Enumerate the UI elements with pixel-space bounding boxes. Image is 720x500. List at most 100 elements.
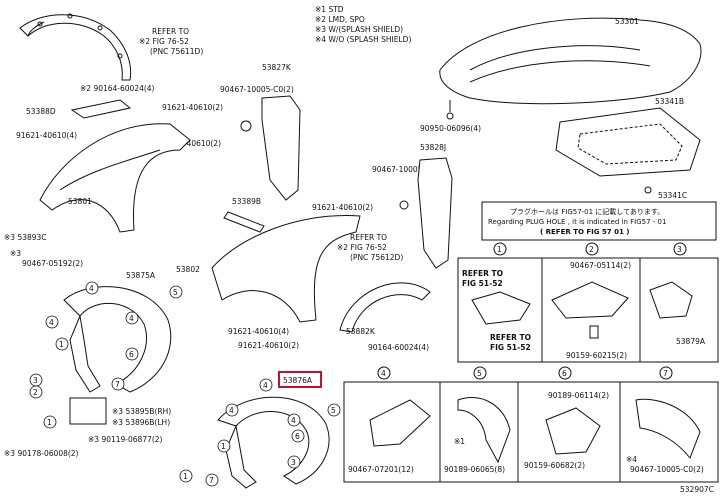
detail-box-6-num: 6 bbox=[562, 369, 567, 378]
callout-4a: 4 bbox=[89, 284, 94, 293]
part-91621-d: 91621-40610(2) bbox=[312, 203, 373, 212]
refer-top-left-2: ※2 FIG 76-52 bbox=[139, 37, 189, 46]
box6-part-a: 90189-06114(2) bbox=[548, 391, 609, 400]
fender-center-illustration bbox=[211, 215, 361, 323]
callout-5b: 5 bbox=[331, 406, 336, 415]
part-90164-b: 90164-60024(4) bbox=[368, 343, 429, 352]
refer-center-1: REFER TO bbox=[350, 233, 387, 242]
callouts bbox=[29, 281, 341, 487]
callout-3a: 3 bbox=[33, 376, 38, 385]
hood-illustration bbox=[439, 17, 702, 105]
part-90178: ※3 90178-06008(2) bbox=[4, 449, 79, 458]
box7-star: ※4 bbox=[626, 455, 637, 464]
callout-4e: 4 bbox=[229, 406, 234, 415]
refer-center: REFER TO ※2 FIG 76-52 (PNC 75612D) bbox=[337, 233, 403, 262]
highlight-box-53876A[interactable] bbox=[278, 371, 322, 388]
callout-labels: 4 4 1 5 4 6 3 2 7 1 4 4 1 5 4 6 1 7 3 bbox=[33, 284, 336, 485]
detail-box-4: 4 90467-07201(12) bbox=[343, 366, 441, 483]
callout-7b: 7 bbox=[209, 476, 214, 485]
part-53802: 53802 bbox=[176, 265, 200, 274]
legend-line-3: ※3 W/(SPLASH SHIELD) bbox=[315, 25, 403, 34]
plug-hole-notice: プラグホールは FIG57-01 に記載してあります。 Regarding PL… bbox=[481, 201, 717, 241]
part-91621-f: 91621-40610(2) bbox=[238, 341, 299, 350]
molding-illustration bbox=[70, 99, 132, 119]
liner-left-illustration bbox=[63, 286, 172, 393]
detail-box-2: 2 90467-05114(2) 90159-60215(2) bbox=[541, 242, 641, 363]
callout-2a: 2 bbox=[33, 388, 38, 397]
box5-part-a: 90189-06065(8) bbox=[444, 465, 505, 474]
callout-1a: 1 bbox=[59, 340, 64, 349]
part-90467-a-star: ※3 bbox=[10, 249, 21, 258]
box2-part-a: 90467-05114(2) bbox=[570, 261, 631, 270]
detail-box-5: 5 ※1 90189-06065(8) bbox=[439, 366, 519, 483]
callout-4b: 4 bbox=[49, 318, 54, 327]
molding-2-illustration bbox=[223, 211, 265, 233]
fender-flare-2-illustration bbox=[339, 282, 431, 333]
callout-1c: 1 bbox=[221, 442, 226, 451]
box1-refer-2a: REFER TO bbox=[490, 333, 531, 342]
part-91621-c: 91621-40610(2) bbox=[160, 139, 221, 148]
legend-line-2: ※2 LMD, SPO bbox=[315, 15, 365, 24]
part-53801: 53801 bbox=[68, 197, 92, 206]
detail-box-3: 3 53879A bbox=[639, 242, 719, 363]
legend: ※1 STD ※2 LMD, SPO ※3 W/(SPLASH SHIELD) … bbox=[315, 5, 411, 44]
refer-top-left-1: REFER TO bbox=[152, 27, 189, 36]
part-53341C: 53341C bbox=[658, 191, 687, 200]
part-53301: 53301 bbox=[615, 17, 639, 26]
part-53893C: ※3 53893C bbox=[4, 233, 47, 242]
callout-1d: 1 bbox=[183, 472, 188, 481]
part-90467-a: 90467-05192(2) bbox=[22, 259, 83, 268]
box1-refer-1a: REFER TO bbox=[462, 269, 503, 278]
part-53827K: 53827K bbox=[262, 63, 292, 72]
part-90467-10005-a: 90467-10005-C0(2) bbox=[220, 85, 294, 94]
part-53895B: ※3 53895B(RH) bbox=[112, 407, 171, 416]
callout-5a: 5 bbox=[173, 288, 178, 297]
part-53389B: 53389B bbox=[232, 197, 261, 206]
callout-1b: 1 bbox=[47, 418, 52, 427]
detail-box-6: 6 90189-06114(2) 90159-60682(2) bbox=[517, 366, 621, 483]
fender-left-illustration bbox=[39, 123, 191, 233]
callout-4f: 4 bbox=[291, 416, 296, 425]
part-53896B: ※3 53896B(LH) bbox=[112, 418, 170, 427]
part-53879A: 53879A bbox=[676, 337, 706, 346]
seal-53828J-illustration bbox=[399, 157, 453, 269]
part-53828J: 53828J bbox=[420, 143, 446, 152]
box7-part-a: 90467-10005-C0(2) bbox=[630, 465, 704, 474]
part-53882K: 53882K bbox=[346, 327, 376, 336]
callout-4c: 4 bbox=[129, 314, 134, 323]
part-90164-a: ※2 90164-60024(4) bbox=[80, 84, 155, 93]
detail-box-1: 1 REFER TO FIG 51-52 REFER TO FIG 51-52 bbox=[457, 242, 543, 363]
legend-line-1: ※1 STD bbox=[315, 5, 344, 14]
refer-center-2: ※2 FIG 76-52 bbox=[337, 243, 387, 252]
part-90950: 90950-06096(4) bbox=[420, 124, 481, 133]
refer-top-left: REFER TO ※2 FIG 76-52 (PNC 75611D) bbox=[139, 27, 203, 56]
detail-box-7: 7 ※4 90467-10005-C0(2) bbox=[619, 366, 719, 483]
liner-center-illustration bbox=[217, 396, 330, 489]
refer-top-left-3: (PNC 75611D) bbox=[150, 47, 203, 56]
box4-part-a: 90467-07201(12) bbox=[348, 465, 414, 474]
part-53876A: 53876A bbox=[283, 376, 313, 385]
legend-line-4: ※4 W/O (SPLASH SHIELD) bbox=[315, 35, 411, 44]
part-90119: ※3 90119-06877(2) bbox=[88, 435, 163, 444]
part-53875A: 53875A bbox=[126, 271, 156, 280]
callout-7a: 7 bbox=[115, 380, 120, 389]
callout-6b: 6 bbox=[295, 432, 300, 441]
notice-en: Regarding PLUG HOLE , it is indicated in… bbox=[488, 218, 666, 226]
part-91621-a: 91621-40610(2) bbox=[162, 103, 223, 112]
hood-insulator-illustration bbox=[555, 107, 701, 177]
detail-box-1-num: 1 bbox=[497, 245, 502, 254]
part-91621-e: 91621-40610(4) bbox=[228, 327, 289, 336]
part-53341B: 53341B bbox=[655, 97, 684, 106]
detail-box-5-num: 5 bbox=[477, 369, 482, 378]
box6-part-b: 90159-60682(2) bbox=[524, 461, 585, 470]
fender-flare-illustration bbox=[19, 13, 132, 81]
box1-refer-1b: FIG 51-52 bbox=[462, 279, 503, 288]
notice-jp: プラグホールは FIG57-01 に記載してあります。 bbox=[510, 207, 664, 216]
box5-star: ※1 bbox=[454, 437, 465, 446]
callout-3b: 3 bbox=[291, 458, 296, 467]
detail-box-4-num: 4 bbox=[381, 369, 386, 378]
part-53388D: 53388D bbox=[26, 107, 56, 116]
callout-4d: 4 bbox=[263, 381, 268, 390]
